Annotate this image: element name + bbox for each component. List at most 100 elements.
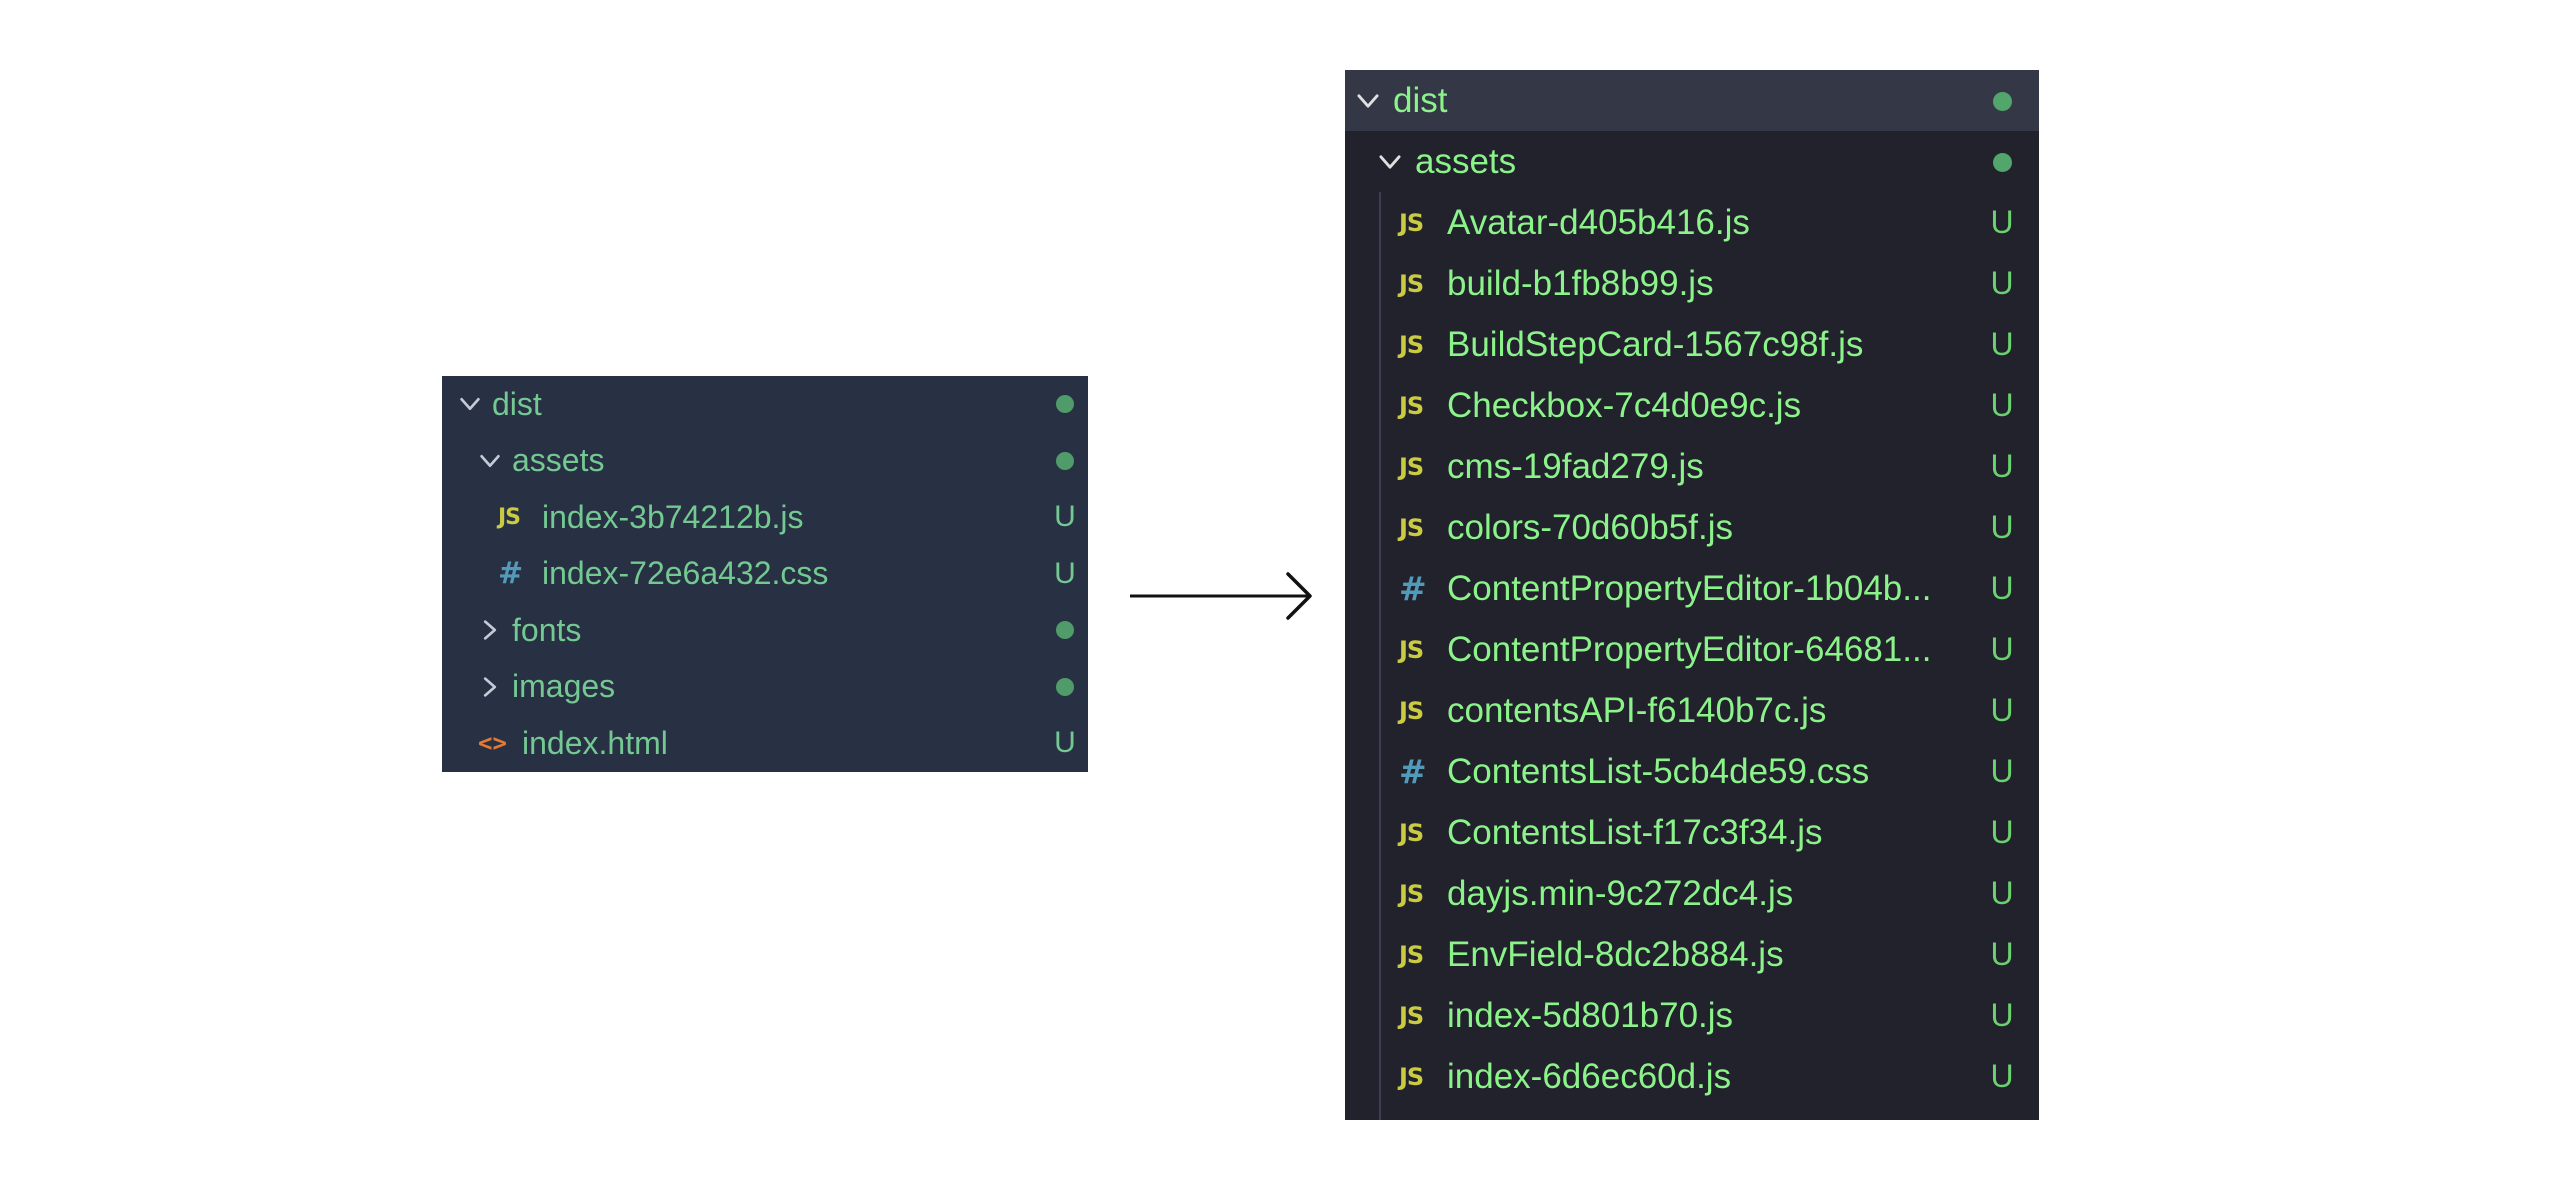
css-file-icon: # — [1399, 752, 1427, 791]
folder-row-assets[interactable]: assets — [442, 433, 1088, 489]
item-name: Checkbox-7c4d0e9c.js — [1447, 385, 1802, 425]
git-status-badge: U — [1990, 1058, 2014, 1094]
item-name: images — [512, 668, 616, 704]
git-status-badge: U — [1990, 692, 2014, 728]
file-row-index-3b74212b-js[interactable]: JS index-3b74212b.js U — [442, 489, 1088, 545]
modified-dot-icon — [1042, 387, 1088, 421]
js-file-icon: JS — [1399, 818, 1424, 847]
item-name: EnvField-8dc2b884.js — [1447, 934, 1784, 974]
git-status-badge: U — [1990, 997, 2014, 1033]
file-row-build-b1fb8b99-js[interactable]: JS build-b1fb8b99.js U — [1345, 253, 2039, 314]
file-row-contentpropertyeditor-1b04b[interactable]: # ContentPropertyEditor-1b04b... U — [1345, 558, 2039, 619]
git-status-badge: U — [1990, 631, 2014, 667]
folder-row-dist[interactable]: dist — [442, 376, 1088, 432]
item-name: fonts — [512, 611, 582, 648]
modified-dot-icon — [1042, 613, 1088, 647]
js-file-icon: JS — [1399, 635, 1424, 664]
file-row-dayjs-min-9c272dc4-js[interactable]: JS dayjs.min-9c272dc4.js U — [1345, 863, 2039, 924]
file-row-contentsapi-f6140b7c-js[interactable]: JS contentsAPI-f6140b7c.js U — [1345, 680, 2039, 741]
js-file-icon: JS — [1399, 452, 1424, 481]
item-name: Avatar-d405b416.js — [1447, 202, 1750, 242]
file-row-cms-19fad279-js[interactable]: JS cms-19fad279.js U — [1345, 436, 2039, 497]
chevron-right-icon[interactable] — [478, 675, 502, 699]
item-name: colors-70d60b5f.js — [1447, 507, 1733, 547]
file-row-index-6d6ec60d-js[interactable]: JS index-6d6ec60d.js U — [1345, 1046, 2039, 1107]
git-status-badge: U — [1990, 936, 2014, 972]
file-row-index-72e6a432-css[interactable]: # index-72e6a432.css U — [442, 546, 1088, 602]
git-status-badge: U — [1990, 753, 2014, 789]
file-row-checkbox-7c4d0e9c-js[interactable]: JS Checkbox-7c4d0e9c.js U — [1345, 375, 2039, 436]
chevron-down-icon[interactable] — [1355, 88, 1381, 114]
item-name: dist — [1393, 80, 1448, 120]
item-name: index-3b74212b.js — [542, 498, 804, 535]
modified-dot-icon — [1979, 143, 2025, 180]
js-file-icon: JS — [498, 504, 521, 530]
git-status-badge: U — [1990, 875, 2014, 911]
js-file-icon: JS — [1399, 940, 1424, 969]
modified-dot-icon — [1042, 670, 1088, 704]
item-name: dayjs.min-9c272dc4.js — [1447, 873, 1794, 913]
item-name: dist — [492, 385, 542, 422]
chevron-down-icon[interactable] — [458, 392, 482, 416]
item-name: assets — [1415, 141, 1517, 181]
js-file-icon: JS — [1399, 696, 1424, 725]
item-name: contentsAPI-f6140b7c.js — [1447, 690, 1827, 730]
js-file-icon: JS — [1399, 1001, 1424, 1030]
js-file-icon: JS — [1399, 208, 1424, 237]
folder-row-assets[interactable]: assets — [1345, 131, 2039, 192]
file-row-contentpropertyeditor-64681[interactable]: JS ContentPropertyEditor-64681... U — [1345, 619, 2039, 680]
js-file-icon: JS — [1399, 513, 1424, 542]
git-status-badge: U — [1990, 814, 2014, 850]
arrow-right-icon — [1130, 572, 1312, 620]
file-row-index-5d801b70-js[interactable]: JS index-5d801b70.js U — [1345, 985, 2039, 1046]
css-file-icon: # — [498, 556, 524, 591]
item-name: ContentPropertyEditor-1b04b... — [1447, 568, 1932, 608]
item-name: index-72e6a432.css — [542, 555, 829, 591]
item-name: cms-19fad279.js — [1447, 446, 1704, 486]
js-file-icon: JS — [1399, 330, 1424, 359]
chevron-down-icon[interactable] — [478, 449, 502, 473]
git-status-badge: U — [1054, 500, 1076, 533]
item-name: index-6d6ec60d.js — [1447, 1056, 1732, 1096]
git-status-badge: U — [1990, 204, 2014, 240]
js-file-icon: JS — [1399, 269, 1424, 298]
item-name: ContentPropertyEditor-64681... — [1447, 629, 1932, 669]
git-status-badge: U — [1990, 326, 2014, 362]
file-row-contentslist-5cb4de59-css[interactable]: # ContentsList-5cb4de59.css U — [1345, 741, 2039, 802]
folder-row-images[interactable]: images — [442, 659, 1088, 715]
chevron-right-icon[interactable] — [478, 618, 502, 642]
file-row-avatar-d405b416-js[interactable]: JS Avatar-d405b416.js U — [1345, 192, 2039, 253]
git-status-badge: U — [1990, 570, 2014, 606]
item-name: assets — [512, 442, 605, 478]
git-status-badge: U — [1990, 387, 2014, 423]
git-status-badge: U — [1990, 265, 2014, 301]
js-file-icon: JS — [1399, 1062, 1424, 1091]
css-file-icon: # — [1399, 569, 1427, 608]
item-name: index-5d801b70.js — [1447, 995, 1734, 1035]
git-status-badge: U — [1990, 448, 2014, 484]
modified-dot-icon — [1979, 82, 2025, 119]
chevron-down-icon[interactable] — [1377, 149, 1403, 175]
html-file-icon: <> — [478, 729, 507, 757]
file-row-envfield-8dc2b884-js[interactable]: JS EnvField-8dc2b884.js U — [1345, 924, 2039, 985]
item-name: BuildStepCard-1567c98f.js — [1447, 324, 1864, 364]
file-row-buildstepcard-1567c98f-js[interactable]: JS BuildStepCard-1567c98f.js U — [1345, 314, 2039, 375]
item-name: ContentsList-5cb4de59.css — [1447, 751, 1870, 791]
folder-row-fonts[interactable]: fonts — [442, 602, 1088, 658]
file-row-contentslist-f17c3f34-js[interactable]: JS ContentsList-f17c3f34.js U — [1345, 802, 2039, 863]
js-file-icon: JS — [1399, 879, 1424, 908]
item-name: ContentsList-f17c3f34.js — [1447, 812, 1823, 852]
indent-guide — [1379, 192, 1381, 1120]
modified-dot-icon — [1042, 444, 1088, 478]
git-status-badge: U — [1054, 556, 1076, 590]
item-name: index-9f0?c70? — [1447, 1118, 1979, 1121]
item-name: build-b1fb8b99.js — [1447, 263, 1714, 303]
item-name: index.html — [522, 724, 668, 761]
js-file-icon: JS — [1399, 391, 1424, 420]
folder-row-dist[interactable]: dist — [1345, 70, 2039, 131]
